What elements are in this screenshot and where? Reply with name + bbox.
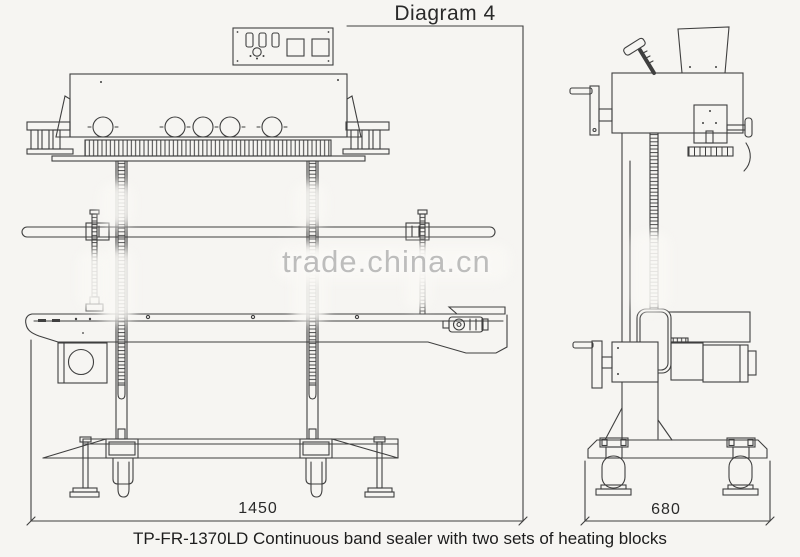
front-width-dimension: 1450 xyxy=(238,500,278,517)
control-panel xyxy=(232,27,334,66)
panel-switch-2 xyxy=(258,32,267,48)
panel-knob-icon xyxy=(252,47,262,57)
right-leveling-foot xyxy=(364,436,395,498)
panel-switch-1 xyxy=(245,32,254,48)
panel-display-2 xyxy=(311,38,330,57)
caption-text: TP-FR-1370LD Continuous band sealer with… xyxy=(133,529,667,548)
side-slide-plate xyxy=(687,104,753,172)
adjust-knobs xyxy=(87,116,288,138)
film-guide-hook xyxy=(743,142,751,172)
side-caster-left xyxy=(595,437,632,496)
side-width-dimension: 680 xyxy=(651,501,681,518)
panel-display-1 xyxy=(286,38,305,57)
side-gearbox-motor xyxy=(670,342,757,383)
side-knob xyxy=(726,124,746,131)
left-caster-wheel xyxy=(112,457,134,498)
side-drive-assembly xyxy=(667,311,751,343)
left-leveling-foot xyxy=(69,436,100,498)
side-view xyxy=(569,26,768,496)
outfeed-plate xyxy=(447,306,506,315)
dimension-lines xyxy=(26,25,775,526)
panel-switch-3 xyxy=(271,32,280,48)
sealing-head xyxy=(26,73,390,162)
base-frame-side xyxy=(587,407,768,496)
side-head-box xyxy=(569,26,753,172)
drive-motor xyxy=(57,342,108,384)
lower-crank-handle xyxy=(572,340,659,389)
base-frame-front xyxy=(42,436,399,498)
right-bar-clamp xyxy=(405,222,430,241)
conveyor-belt xyxy=(25,306,508,354)
right-caster-wheel xyxy=(305,457,327,498)
gripper-comb xyxy=(687,146,734,157)
right-end-bracket xyxy=(346,95,362,138)
diagram-title: Diagram 4 xyxy=(394,2,496,25)
side-caster-right xyxy=(722,437,759,496)
tilt-lever xyxy=(623,37,656,75)
belt-tensioner xyxy=(442,316,489,333)
left-end-bracket xyxy=(55,95,71,138)
side-column xyxy=(621,132,659,440)
left-end-shelf xyxy=(26,121,74,155)
left-support-rod xyxy=(85,209,104,312)
right-column xyxy=(306,160,319,440)
head-base-plate xyxy=(51,155,366,162)
upper-crank-handle xyxy=(569,85,613,136)
right-end-shelf xyxy=(342,121,390,155)
left-column xyxy=(115,160,128,440)
watermark-text: trade.china.cn xyxy=(282,244,491,279)
film-holder-funnel xyxy=(677,26,730,74)
